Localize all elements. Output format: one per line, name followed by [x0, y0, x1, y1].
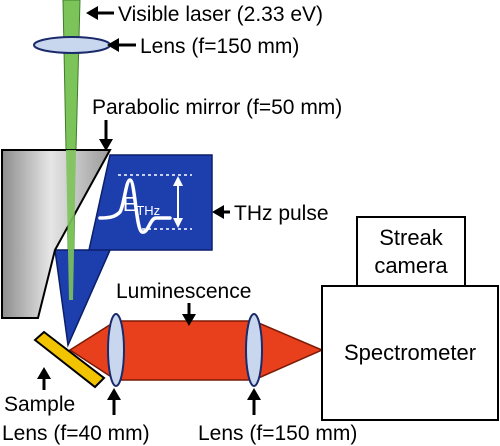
field-label: ETHz: [123, 194, 160, 218]
thz-pulse-label: THz pulse: [234, 202, 329, 225]
field-arrow-head-down: [173, 218, 183, 228]
streak-camera-label-line1: Streak: [379, 225, 444, 250]
arrow-luminescence-head: [182, 314, 196, 326]
arrow-lens-bottom-right-head: [247, 388, 261, 400]
lens-top-icon: [33, 36, 111, 54]
luminescence-label: Luminescence: [116, 280, 251, 303]
sample-label: Sample: [4, 393, 75, 416]
streak-camera-label-line2: camera: [374, 253, 448, 278]
arrow-parabolic-mirror-head: [99, 139, 113, 151]
parabolic-mirror-icon: [1, 149, 112, 319]
parabolic-mirror-label: Parabolic mirror (f=50 mm): [92, 96, 342, 119]
arrow-sample-head: [37, 367, 51, 379]
streak-camera-box: [356, 216, 466, 287]
spectrometer-box: [321, 285, 499, 421]
lens-bottom-right-icon: [245, 313, 263, 387]
field-arrow-head-up: [173, 176, 183, 186]
arrow-visible-laser-head: [86, 6, 98, 20]
arrow-thz-pulse-head: [212, 205, 224, 219]
spectrometer-label: Spectrometer: [344, 340, 476, 365]
lens-bottom-left-label: Lens (f=40 mm): [2, 422, 150, 445]
arrow-lens-bottom-left-head: [107, 388, 121, 400]
lens-top-label: Lens (f=150 mm): [140, 35, 299, 58]
thz-waveform: [98, 178, 172, 234]
lens-bottom-right-label: Lens (f=150 mm): [198, 422, 357, 445]
visible-laser-through-mirror: [66, 150, 76, 300]
lens-bottom-left-icon: [107, 313, 125, 387]
visible-laser-label: Visible laser (2.33 eV): [118, 3, 323, 26]
sample-icon: [33, 330, 106, 389]
arrow-lens-top-head: [107, 38, 119, 52]
